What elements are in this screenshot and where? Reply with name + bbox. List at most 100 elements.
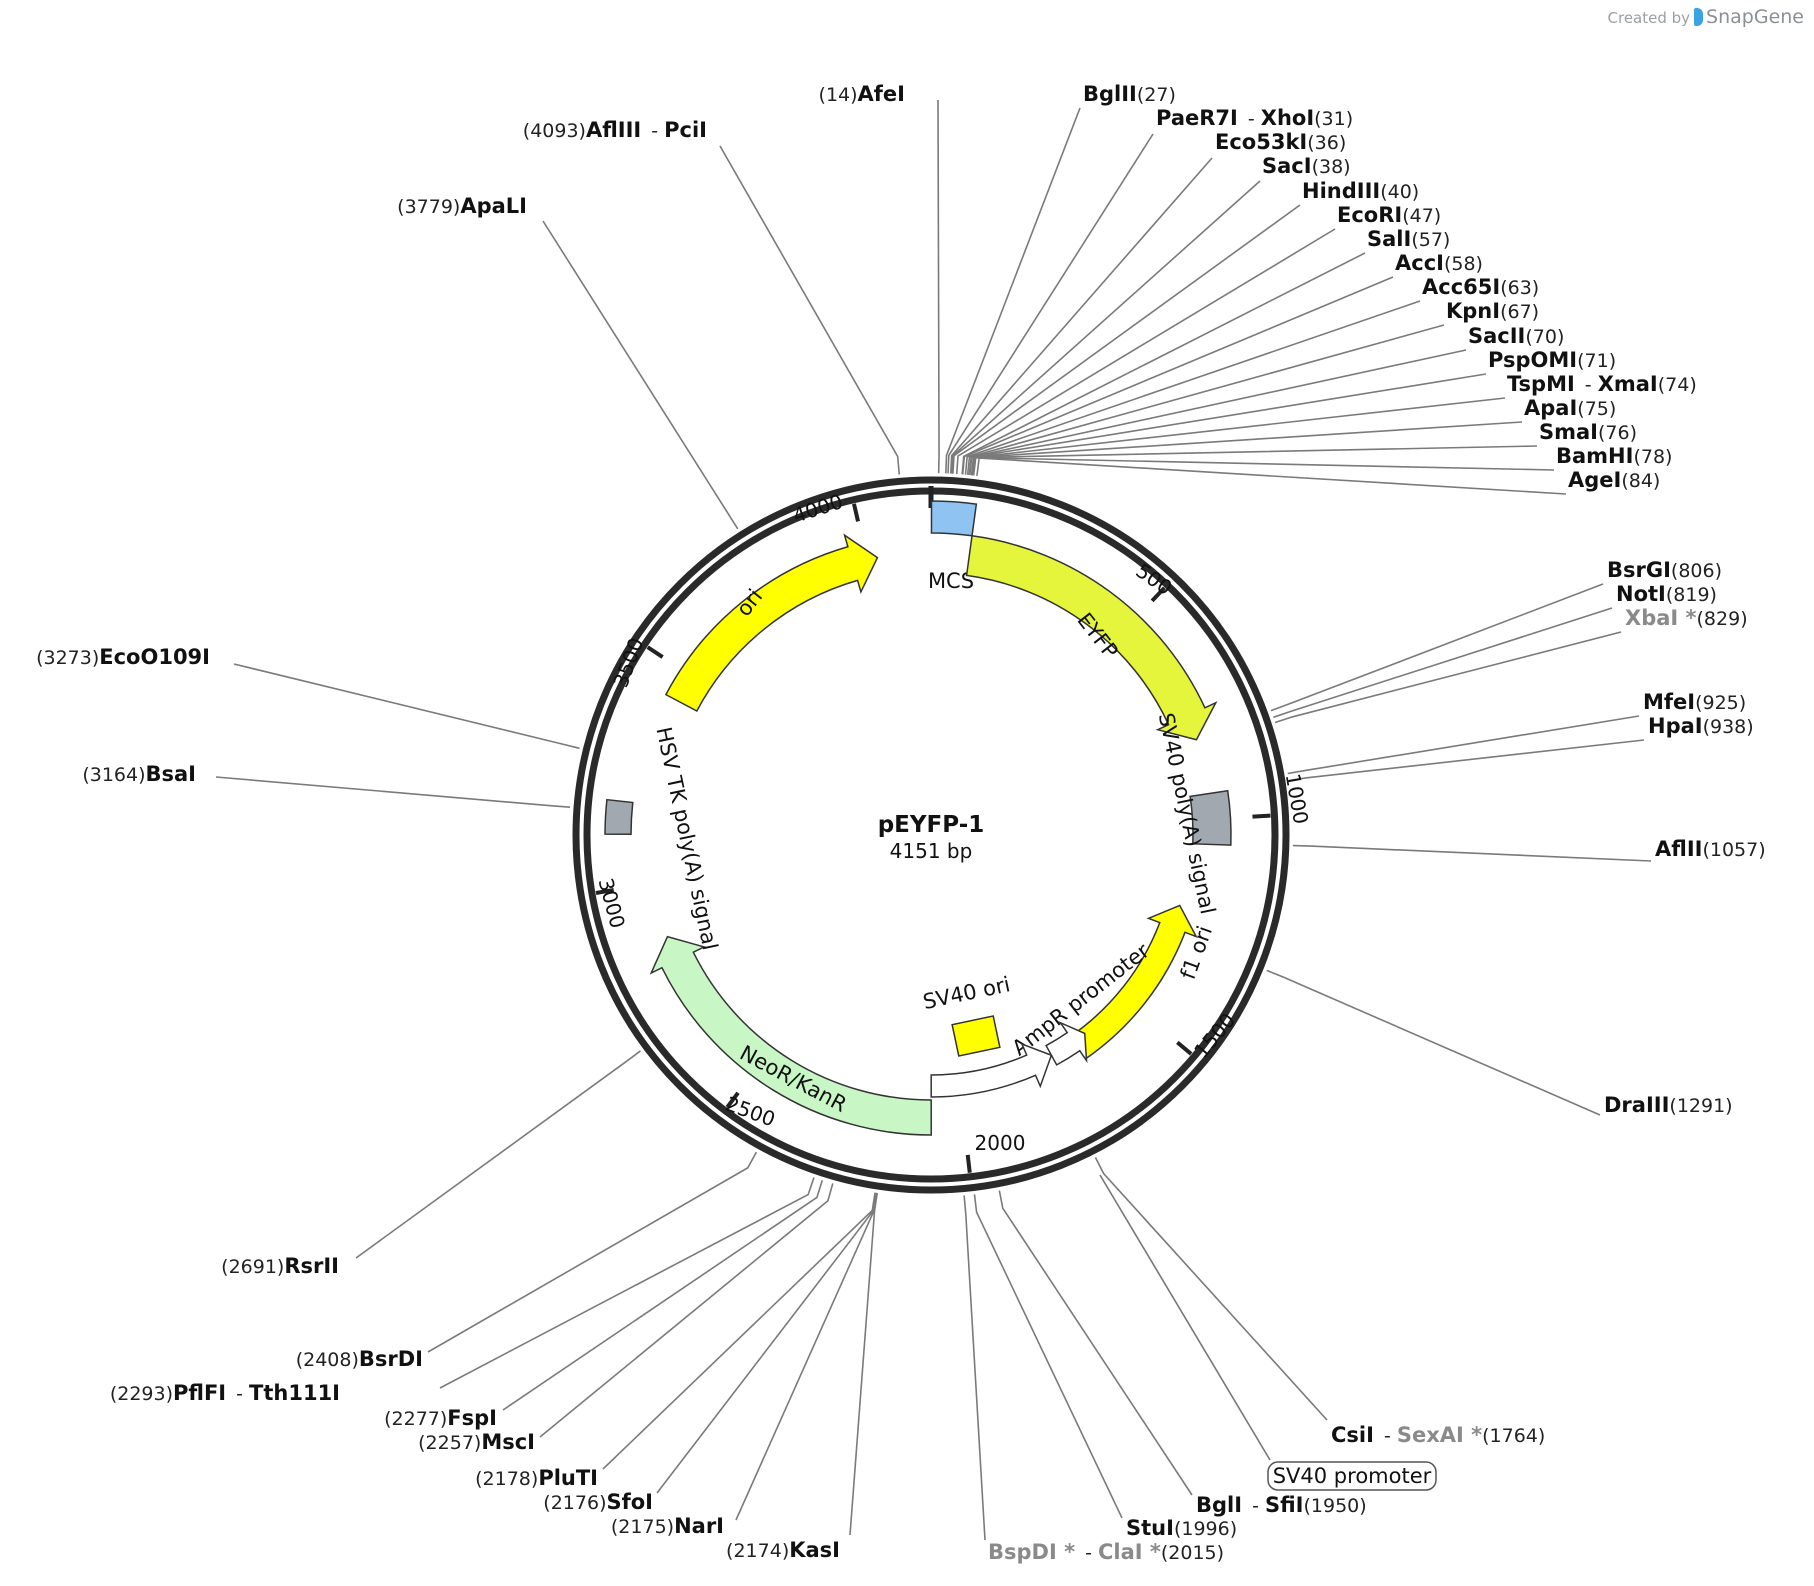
site-afliii-pcii[interactable]: (4093)AflIII- PciI [523,118,707,142]
site-hpai[interactable]: HpaI(938) [1648,714,1754,738]
site-position: (938) [1703,716,1754,738]
site-pspomi[interactable]: PspOMI(71) [1488,348,1616,372]
site-saci[interactable]: SacI(38) [1262,154,1351,178]
site-stui[interactable]: StuI(1996) [1126,1516,1237,1540]
site-paer7i-xhoi[interactable]: PaeR7I- XhoI(31) [1156,106,1353,130]
site-leader-line [966,324,1445,475]
site-fspi[interactable]: (2277)FspI [384,1406,497,1430]
site-xbai[interactable]: XbaI *(829) [1625,606,1748,630]
tick-mark [1150,586,1166,603]
site-noti[interactable]: NotI(819) [1616,582,1717,606]
site-name: RsrII [284,1254,339,1278]
tick-mark [852,503,860,522]
site-leader-line [542,220,739,530]
site-eco53ki[interactable]: Eco53kI(36) [1215,130,1346,154]
tick-mark [646,645,664,659]
site-leader-line [439,1177,815,1389]
site-csii-sexai[interactable]: CsiI- SexAI *(1764) [1331,1423,1545,1447]
site-name: KpnI [1446,299,1500,323]
site-leader-line [1287,715,1640,775]
site-position: (2176) [543,1492,606,1514]
site-bgli-sfii[interactable]: BglI- SfiI(1950) [1196,1493,1367,1517]
site-position: (27) [1137,84,1176,106]
tick-mark [725,1091,740,1109]
feature-sv40-poly-a-signal[interactable]: SV40 poly(A) signal [1154,711,1232,917]
site-position: (2293) [110,1383,173,1405]
site-mfei[interactable]: MfeI(925) [1643,690,1746,714]
feature-eyfp[interactable]: EYFP [965,534,1218,741]
plasmid-name: pEYFP-1 [878,812,985,838]
site-bsrdi[interactable]: (2408)BsrDI [296,1347,423,1371]
site-position: (925) [1695,692,1746,714]
site-leader-line [944,107,1081,474]
site-position: (36) [1307,132,1346,154]
site-bspdi-clai[interactable]: BspDI *- ClaI *(2015) [988,1540,1224,1564]
site-ecoo109i[interactable]: (3273)EcoO109I [36,645,210,669]
tick-label: 2000 [975,1131,1026,1155]
site-bsai[interactable]: (3164)BsaI [82,762,196,786]
feature-sv40-promoter[interactable]: SV40 promoter [930,1042,1437,1491]
site-draiii[interactable]: DraIII(1291) [1604,1093,1733,1117]
site-separator: - [1384,1425,1397,1447]
site-leader-line [1274,631,1622,724]
site-name: SacII [1468,324,1525,348]
feature-ori[interactable]: ori [664,533,879,712]
site-afei[interactable]: (14)AfeI [819,82,905,106]
site-bglii[interactable]: BglII(27) [1083,82,1176,106]
site-hindiii[interactable]: HindIII(40) [1302,179,1419,203]
site-separator: - [236,1383,249,1405]
site-separator: - [1585,374,1598,396]
site-leader-lines [215,99,1652,1541]
site-name: XmaI [1598,372,1658,396]
site-smai[interactable]: SmaI(76) [1539,420,1637,444]
site-leader-line [937,99,940,474]
site-position: (3779) [397,196,460,218]
site-sacii[interactable]: SacII(70) [1468,324,1564,348]
site-bamhi[interactable]: BamHI(78) [1556,444,1672,468]
site-acc65i[interactable]: Acc65I(63) [1422,275,1539,299]
site-position: (57) [1411,229,1450,251]
site-leader-line [355,1050,641,1259]
site-position: (75) [1577,398,1616,420]
site-name: CsiI [1331,1423,1374,1447]
site-kpni[interactable]: KpnI(67) [1446,299,1539,323]
site-name: PaeR7I [1156,106,1238,130]
site-rsrii[interactable]: (2691)RsrII [221,1254,339,1278]
site-leader-line [1292,844,1652,862]
site-apai[interactable]: ApaI(75) [1524,396,1616,420]
eyfp-shape [965,534,1218,741]
site-msci[interactable]: (2257)MscI [418,1430,535,1454]
site-pflfi-tth111i[interactable]: (2293)PflFI- Tth111I [110,1381,340,1405]
site-aflii[interactable]: AflII(1057) [1655,837,1766,861]
site-leader-line [1270,583,1604,712]
site-sfoi[interactable]: (2176)SfoI [543,1490,653,1514]
site-agei[interactable]: AgeI(84) [1568,468,1660,492]
site-apali[interactable]: (3779)ApaLI [397,194,527,218]
sv40-ori-box [951,1015,1001,1057]
site-tspmi-xmai[interactable]: TspMI- XmaI(74) [1507,372,1697,396]
site-kasi[interactable]: (2174)KasI [726,1538,840,1562]
site-ecori[interactable]: EcoRI(47) [1337,203,1441,227]
site-name: AfeI [858,82,905,106]
site-position: (67) [1500,301,1539,323]
ori-shape [664,533,879,712]
site-position: (806) [1671,560,1722,582]
site-acci[interactable]: AccI(58) [1395,251,1483,275]
feature-sv40-ori[interactable]: SV40 ori [921,972,1012,1057]
site-position: (3164) [82,764,145,786]
site-pluti[interactable]: (2178)PluTI [475,1466,598,1490]
site-name: AccI [1395,251,1444,275]
site-separator: - [1248,108,1261,130]
site-position: (2277) [384,1408,447,1430]
sv40-promoter-label: SV40 promoter [1273,1464,1432,1488]
feature-mcs[interactable]: MCS [928,500,978,593]
site-name: PspOMI [1488,348,1577,372]
site-nari[interactable]: (2175)NarI [611,1514,724,1538]
feature-neor-kanr[interactable]: NeoR/KanR [649,935,932,1136]
site-name: ApaLI [460,194,527,218]
site-sali[interactable]: SalI(57) [1367,227,1450,251]
site-leader-line [215,776,571,809]
site-leader-line [955,228,1336,474]
site-bsrgi[interactable]: BsrGI(806) [1607,558,1722,582]
